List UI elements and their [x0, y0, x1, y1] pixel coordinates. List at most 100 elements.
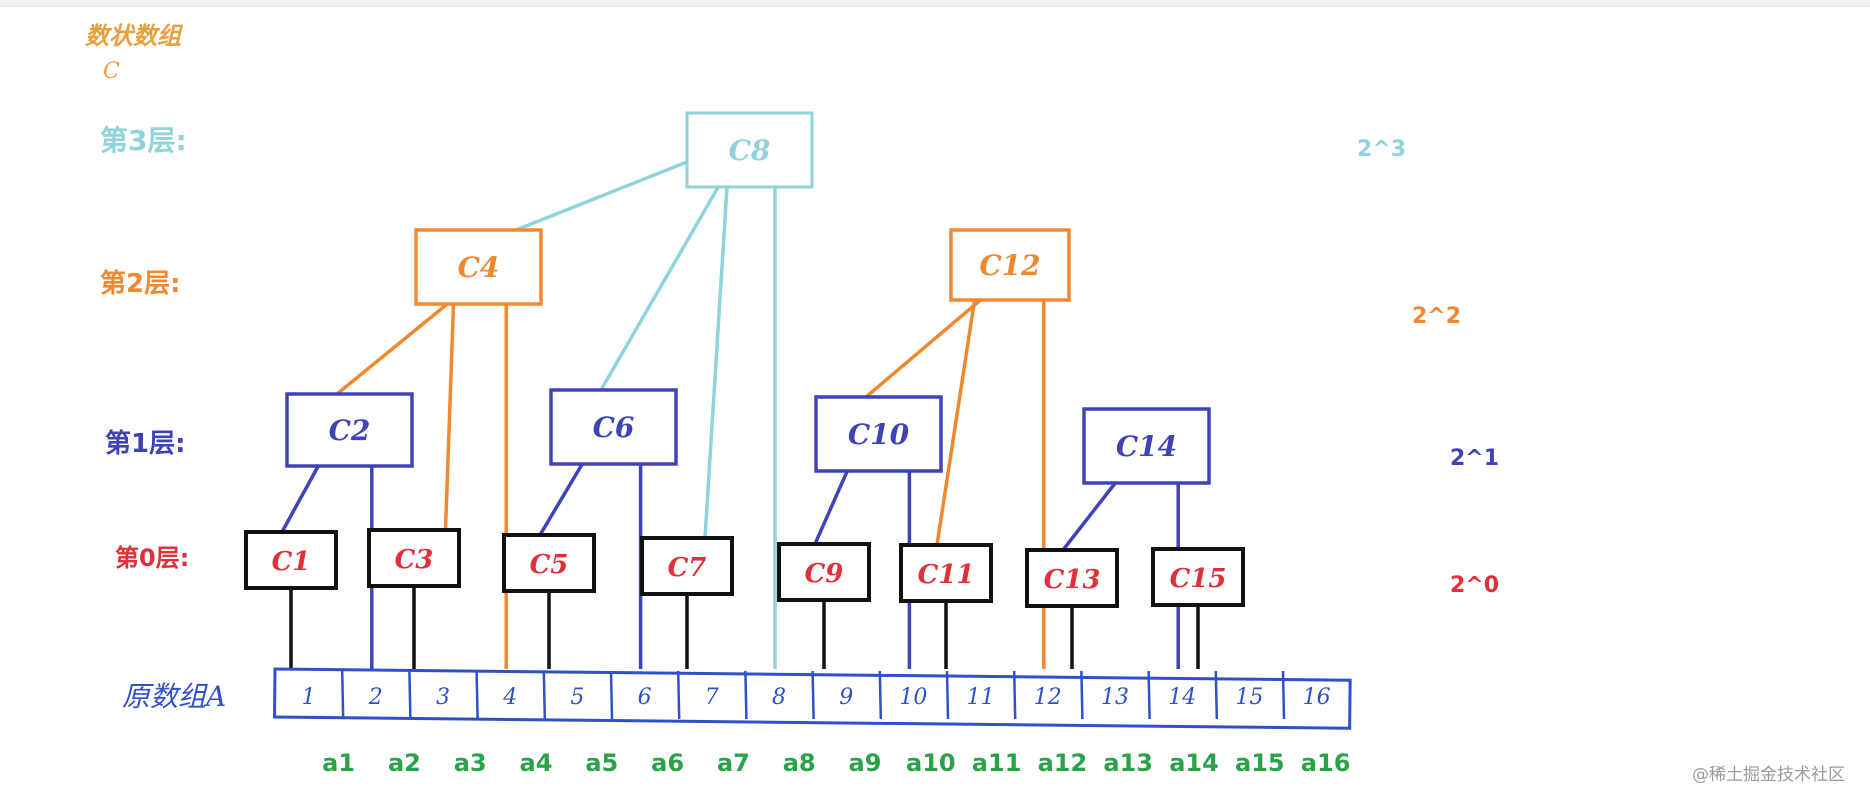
edge-c8-c4 — [515, 156, 698, 232]
node-box-c8 — [685, 111, 814, 189]
node-box-c3 — [367, 528, 461, 588]
node-box-c4 — [414, 228, 543, 306]
edge-c2-c1 — [280, 465, 320, 533]
element-a1: a1 — [322, 749, 355, 777]
element-a8: a8 — [783, 749, 816, 777]
node-label-c7: C7 — [668, 553, 707, 583]
node-label-c11: C11 — [918, 560, 975, 590]
node-c3: C3 — [367, 528, 461, 588]
node-box-c13 — [1025, 548, 1119, 608]
array-divider — [676, 670, 681, 720]
edge-c10-c9 — [813, 470, 849, 545]
level-power-0: 2^0 — [1450, 573, 1499, 598]
array-index-3: 3 — [436, 685, 450, 710]
array-index-7: 7 — [705, 685, 719, 710]
edge-c12-c11 — [935, 299, 977, 546]
array-index-1: 1 — [302, 685, 316, 710]
node-label-c14: C14 — [1116, 430, 1177, 463]
array-divider — [811, 670, 815, 720]
node-label-c1: C1 — [272, 547, 311, 577]
node-box-c15 — [1151, 547, 1245, 607]
edge-c4-c2 — [335, 302, 449, 396]
level-power-2: 2^2 — [1412, 304, 1461, 329]
array-index-8: 8 — [772, 685, 786, 710]
array-divider — [475, 670, 479, 720]
node-label-c13: C13 — [1044, 565, 1101, 595]
watermark: @稀土掘金技术社区 — [1692, 765, 1845, 785]
element-a10: a10 — [906, 749, 956, 777]
node-c4: C4 — [414, 228, 543, 306]
array-divider — [609, 670, 614, 720]
element-a14: a14 — [1169, 749, 1219, 777]
array-divider — [1080, 670, 1084, 720]
node-label-c10: C10 — [848, 418, 910, 451]
node-c8: C8 — [685, 111, 814, 189]
element-a13: a13 — [1103, 749, 1153, 777]
header-title: 数状数组 — [85, 21, 184, 50]
node-c6: C6 — [549, 388, 678, 466]
node-box-c7 — [640, 536, 734, 596]
array-index-6: 6 — [638, 685, 652, 710]
array-divider — [542, 670, 547, 720]
node-c14: C14 — [1082, 407, 1211, 485]
array-divider — [408, 670, 412, 720]
array-index-12: 12 — [1034, 685, 1062, 710]
array-index-14: 14 — [1168, 685, 1196, 710]
array-index-4: 4 — [502, 685, 517, 710]
edge-c8-c7 — [703, 186, 729, 539]
array-index-13: 13 — [1101, 685, 1129, 710]
node-label-c2: C2 — [329, 414, 371, 447]
element-a4: a4 — [520, 749, 553, 777]
node-c1: C1 — [244, 530, 338, 590]
edge-c12-c10 — [864, 298, 982, 399]
array-divider — [945, 670, 950, 720]
node-c7: C7 — [640, 536, 734, 596]
node-c13: C13 — [1025, 548, 1119, 608]
element-a16: a16 — [1301, 749, 1351, 777]
element-a7: a7 — [717, 749, 750, 777]
node-box-c6 — [549, 388, 678, 466]
node-box-c10 — [814, 395, 943, 473]
level-label-0: 第0层: — [115, 544, 189, 572]
node-label-c3: C3 — [395, 545, 434, 575]
edge-c8-c6 — [599, 186, 720, 391]
array-index-9: 9 — [839, 685, 853, 710]
array-divider — [1012, 670, 1017, 720]
node-label-c5: C5 — [530, 550, 569, 580]
array-divider — [744, 670, 748, 720]
element-a6: a6 — [651, 749, 684, 777]
array-label: 原数组A — [122, 680, 226, 713]
array-index-5: 5 — [570, 685, 584, 710]
node-box-c2 — [285, 392, 414, 468]
node-box-c14 — [1082, 407, 1211, 485]
node-label-c9: C9 — [805, 559, 844, 589]
edge-c14-c13 — [1061, 481, 1117, 552]
element-a11: a11 — [972, 749, 1022, 777]
edge-c6-c5 — [538, 463, 584, 536]
node-c9: C9 — [777, 542, 871, 602]
array-index-11: 11 — [967, 685, 995, 710]
node-label-c8: C8 — [729, 134, 771, 167]
edge-c4-c3 — [443, 303, 456, 531]
node-label-c6: C6 — [593, 411, 635, 444]
node-box-c11 — [899, 543, 993, 603]
node-c11: C11 — [899, 543, 993, 603]
node-label-c15: C15 — [1170, 564, 1227, 594]
node-label-c4: C4 — [458, 251, 500, 284]
array-divider — [1147, 670, 1151, 720]
level-label-1: 第1层: — [105, 428, 186, 459]
node-c5: C5 — [502, 533, 596, 593]
node-box-c12 — [949, 228, 1071, 302]
node-c15: C15 — [1151, 547, 1245, 607]
level-power-1: 2^1 — [1450, 446, 1499, 471]
array-divider — [1214, 670, 1219, 720]
array-index-15: 15 — [1235, 685, 1263, 710]
top-border — [0, 0, 1870, 7]
node-box-c9 — [777, 542, 871, 602]
level-label-2: 第2层: — [100, 268, 181, 299]
node-label-c12: C12 — [979, 249, 1040, 282]
header-subtitle: C — [103, 59, 120, 84]
element-a15: a15 — [1235, 749, 1285, 777]
node-c10: C10 — [814, 395, 943, 473]
